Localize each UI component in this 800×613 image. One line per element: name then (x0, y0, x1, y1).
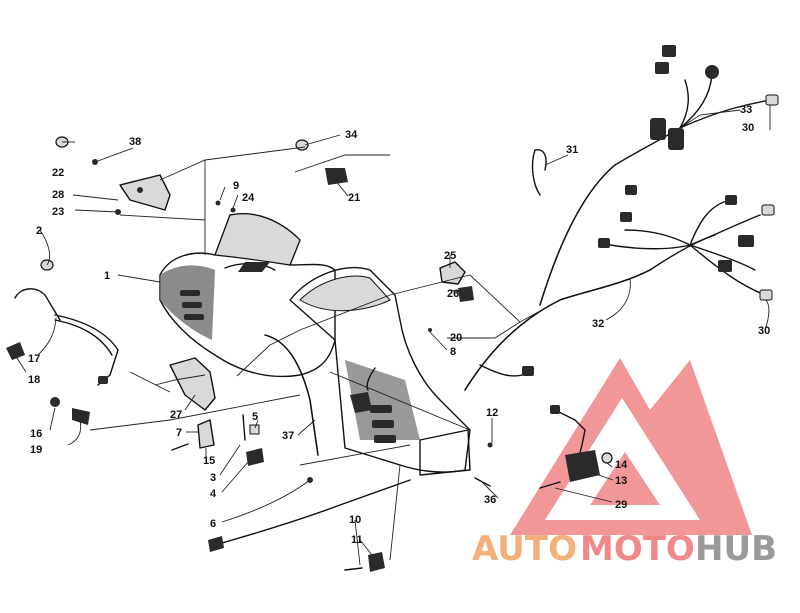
callout-1: 1 (104, 270, 110, 282)
callout-6: 6 (210, 518, 216, 530)
callout-3: 3 (210, 472, 216, 484)
callout-11: 11 (351, 534, 363, 546)
callout-32: 32 (592, 318, 604, 330)
callout-29: 29 (615, 499, 627, 511)
callout-7: 7 (176, 427, 182, 439)
watermark-auto: AUTO (472, 529, 577, 569)
wire-harness (464, 45, 779, 391)
callout-16: 16 (30, 428, 42, 440)
callout-15: 15 (203, 455, 215, 467)
console-body (159, 213, 471, 476)
callout-22: 22 (52, 167, 64, 179)
callout-13: 13 (615, 475, 627, 487)
leader-lines (14, 105, 771, 566)
left-small-parts (6, 136, 613, 572)
callout-26: 26 (447, 288, 459, 300)
callout-19: 19 (30, 444, 42, 456)
callout-labels: 1 2 3 4 5 6 7 8 9 10 11 12 13 14 15 16 1… (28, 104, 770, 546)
callout-31: 31 (566, 144, 578, 156)
watermark-hub: HUB (695, 529, 777, 569)
callout-8: 8 (450, 346, 456, 358)
callout-14: 14 (615, 459, 628, 471)
callout-24: 24 (242, 192, 255, 204)
callout-20: 20 (450, 332, 462, 344)
callout-30-lower: 30 (758, 325, 770, 337)
callout-36: 36 (484, 494, 496, 506)
callout-25: 25 (444, 250, 456, 262)
watermark-triangle-core (590, 452, 660, 505)
watermark-moto: MOTO (580, 529, 695, 569)
watermark-logo (510, 358, 752, 535)
callout-34: 34 (345, 129, 358, 141)
callout-38: 38 (129, 136, 141, 148)
watermark-text: AUTO MOTO HUB (472, 529, 777, 569)
callout-10: 10 (349, 514, 361, 526)
callout-28: 28 (52, 189, 64, 201)
callout-33: 33 (740, 104, 752, 116)
callout-17: 17 (28, 353, 40, 365)
callout-4: 4 (210, 488, 217, 500)
callout-9: 9 (233, 180, 239, 192)
callout-12: 12 (486, 407, 498, 419)
callout-23: 23 (52, 206, 64, 218)
callout-21: 21 (348, 192, 360, 204)
callout-27: 27 (170, 409, 182, 421)
callout-37: 37 (282, 430, 294, 442)
callout-30-upper: 30 (742, 122, 754, 134)
callout-2: 2 (36, 225, 42, 237)
callout-18: 18 (28, 374, 40, 386)
callout-5: 5 (252, 411, 258, 423)
